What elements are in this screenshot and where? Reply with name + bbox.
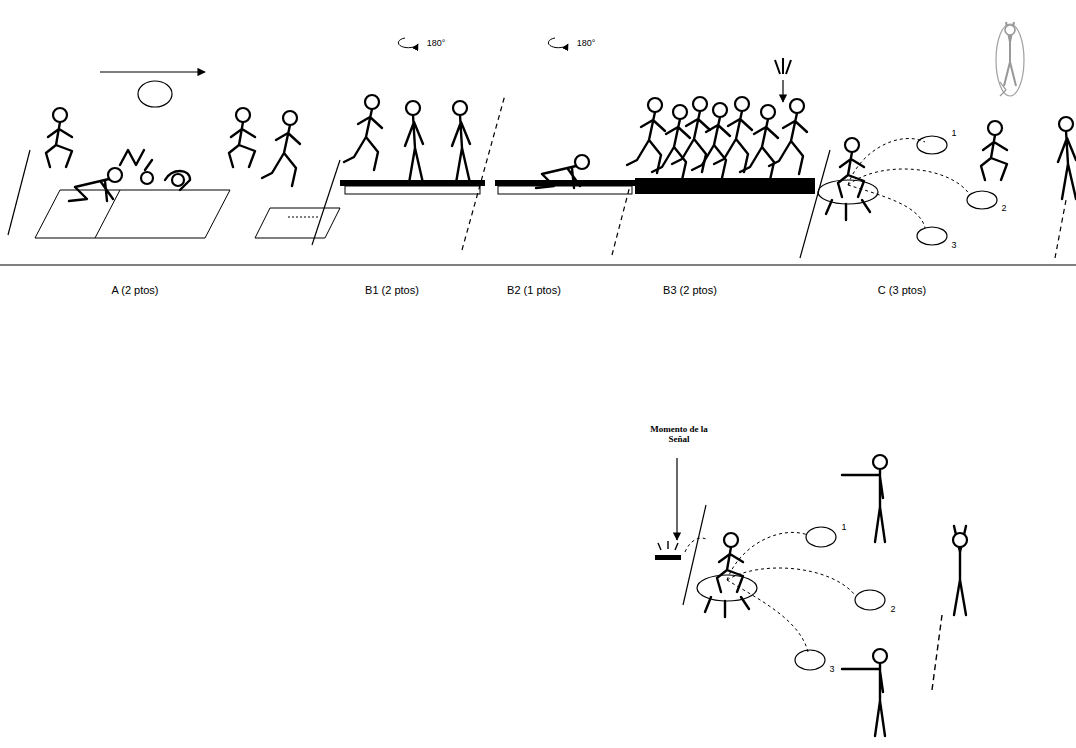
signal-note: Momento de la Señal [647,424,711,445]
station-label: A (2 ptos) [111,284,158,297]
callout-number: 1 [951,128,956,138]
callout-number: 3 [829,664,834,674]
station-label: B3 (2 ptos) [663,284,717,297]
station-label: C (3 ptos) [878,284,926,297]
callout-number: 3 [951,240,956,250]
station-label: B2 (1 ptos) [507,284,561,297]
station-label: B1 (2 ptos) [365,284,419,297]
callout-number: 2 [1001,203,1006,213]
callout-number: 1 [841,522,846,532]
rotation-label: 180° [427,38,446,48]
callout-number: 2 [890,604,895,614]
rotation-label: 180° [577,38,596,48]
